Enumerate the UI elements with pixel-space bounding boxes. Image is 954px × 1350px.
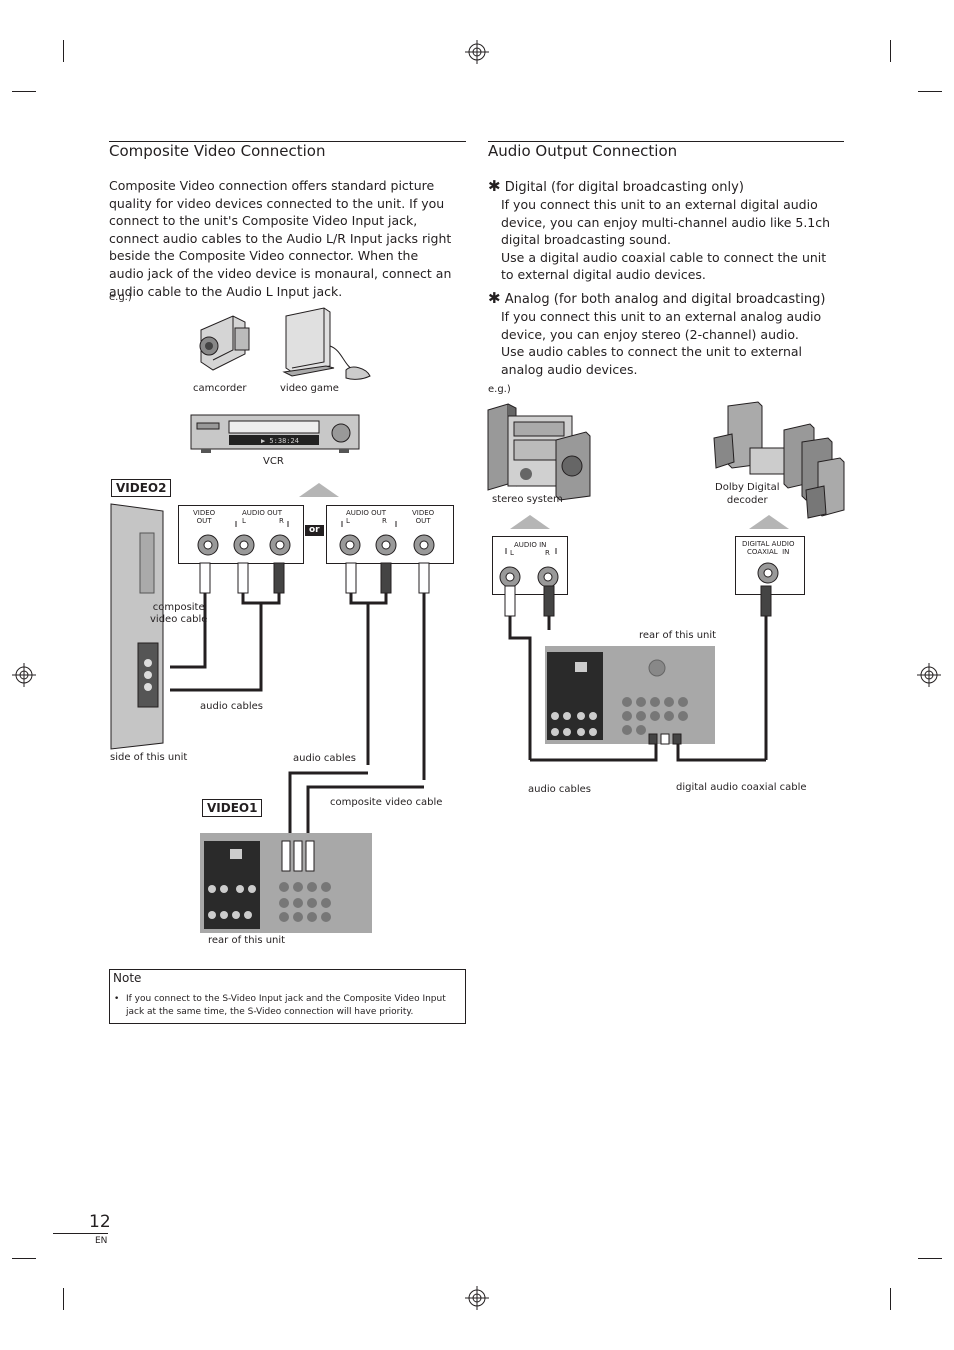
audio-cables-side-label: audio cables	[200, 701, 264, 712]
up-arrow-icon	[510, 515, 550, 529]
page-number-rule	[53, 1233, 108, 1234]
registration-icon	[12, 663, 36, 687]
crop-mark	[63, 40, 64, 62]
rca-plug-icon	[504, 585, 772, 617]
language-code: EN	[95, 1236, 108, 1246]
analog-item: ✱ Analog (for both analog and digital br…	[488, 290, 838, 378]
stereo-system-icon	[487, 403, 591, 501]
asterisk-icon: ✱	[488, 177, 501, 195]
camcorder-label: camcorder	[193, 383, 247, 394]
camcorder-icon	[199, 315, 250, 371]
cable-drawing-left	[170, 562, 430, 855]
audio-cables-right-label: audio cables	[528, 784, 592, 795]
section-rule	[109, 141, 466, 142]
asterisk-icon: ✱	[488, 289, 501, 307]
audio-in-l-label: L	[510, 549, 514, 557]
audio-in-label: AUDIO IN	[514, 541, 547, 549]
crop-mark	[890, 1288, 891, 1310]
composite-video-cable-side-label: composite video cable	[150, 602, 208, 625]
digital-p1: If you connect this unit to an external …	[501, 197, 831, 248]
digital-coax-in-panel	[735, 536, 805, 595]
panel-b-r-label: R	[382, 517, 387, 525]
crop-mark	[890, 40, 891, 62]
rear-panel-left	[200, 833, 372, 933]
svg-text:▶ 5:38:24: ▶ 5:38:24	[261, 437, 299, 445]
av-output-panel-a	[178, 505, 304, 564]
panel-a-r-label: R	[279, 517, 284, 525]
panel-b-l-label: L	[346, 517, 350, 525]
crop-mark	[63, 1288, 64, 1310]
up-arrow-icon	[299, 483, 339, 497]
cable-drawing-right	[504, 585, 772, 762]
composite-video-cable-rear-label: composite video cable	[330, 797, 443, 808]
video-game-icon	[282, 307, 371, 380]
video-game-label: video game	[280, 383, 339, 394]
rear-of-unit-label-right: rear of this unit	[639, 630, 717, 641]
dolby-decoder-icon	[713, 401, 845, 519]
section-rule	[488, 141, 844, 142]
panel-b-video-out-label: VIDEO OUT	[412, 509, 435, 525]
audio-in-panel	[492, 536, 568, 595]
registration-icon	[465, 40, 489, 64]
analog-head: Analog	[504, 292, 550, 307]
tv-side-icon	[110, 503, 164, 750]
note-text: If you connect to the S-Video Input jack…	[126, 994, 446, 1017]
panel-a-audio-out-label: AUDIO OUT	[242, 509, 283, 517]
panel-a-l-label: L	[242, 517, 246, 525]
digital-p2: Use a digital audio coaxial cable to con…	[501, 249, 827, 283]
rca-plug-icon	[199, 562, 430, 594]
video1-badge: VIDEO1	[202, 799, 263, 817]
video2-badge: VIDEO2	[111, 479, 172, 497]
digital-qualifier: (for digital broadcasting only)	[551, 180, 744, 195]
composite-intro: Composite Video connection offers standa…	[109, 178, 452, 299]
rear-panel-right	[545, 646, 715, 745]
note-title: Note	[113, 971, 142, 985]
section-title-composite: Composite Video Connection	[109, 142, 326, 160]
eg-label: e.g.)	[109, 292, 132, 303]
eg-label-right: e.g.)	[488, 384, 511, 395]
crop-mark	[918, 91, 942, 92]
panel-a-video-out-label: VIDEO OUT	[193, 509, 216, 525]
stereo-system-label: stereo system	[492, 494, 563, 505]
bullet-icon: •	[114, 994, 120, 1004]
digital-coax-cable-label: digital audio coaxial cable	[676, 782, 807, 793]
audio-in-r-label: R	[545, 549, 550, 557]
vcr-label: VCR	[263, 456, 284, 467]
av-output-panel-b	[326, 505, 454, 564]
digital-coax-in-label: DIGITAL AUDIO COAXIAL IN	[742, 540, 795, 556]
crop-mark	[918, 1258, 942, 1259]
crop-mark	[12, 1258, 36, 1259]
analog-qualifier: (for both analog and digital broadcastin…	[553, 292, 826, 307]
analog-p2: Use audio cables to connect the unit to …	[501, 344, 803, 377]
crop-mark	[12, 91, 36, 92]
digital-item: ✱ Digital (for digital broadcasting only…	[488, 178, 838, 284]
digital-head: Digital	[504, 180, 547, 195]
up-arrow-icon	[749, 515, 789, 529]
section-title-audio: Audio Output Connection	[488, 142, 678, 160]
dolby-label: Dolby Digital decoder	[715, 482, 780, 506]
analog-p1: If you connect this unit to an external …	[501, 309, 822, 342]
rear-of-unit-label-left: rear of this unit	[208, 935, 286, 946]
vcr-icon: ▶ 5:38:24	[190, 414, 360, 453]
or-label: or	[305, 525, 324, 536]
note-box: Note • If you connect to the S-Video Inp…	[109, 969, 466, 1024]
panel-b-audio-out-label: AUDIO OUT	[346, 509, 387, 517]
registration-icon	[917, 663, 941, 687]
side-of-unit-label: side of this unit	[110, 752, 188, 763]
registration-icon	[465, 1286, 489, 1310]
audio-cables-rear-label: audio cables	[293, 753, 357, 764]
page-number: 12	[89, 1212, 111, 1232]
